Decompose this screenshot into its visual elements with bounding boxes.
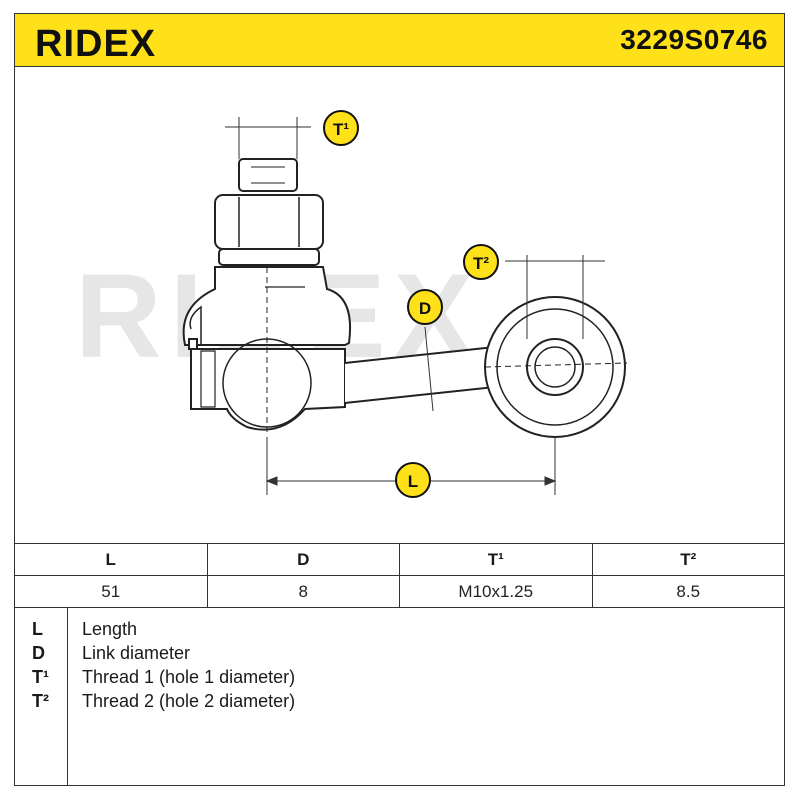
svg-text:RIDEX: RIDEX	[35, 23, 156, 62]
svg-text:T¹: T¹	[333, 120, 349, 139]
svg-text:D: D	[419, 299, 431, 318]
legend-key: T¹	[32, 667, 49, 687]
header-cell-t1: T¹	[399, 543, 593, 576]
header-cell-l: L	[14, 543, 208, 576]
callout-t2: T²	[463, 244, 499, 280]
stabiliser-link-drawing	[182, 158, 628, 438]
value-cell-t1: M10x1.25	[399, 575, 593, 608]
legend-divider	[67, 607, 68, 786]
legend-label: Thread 2 (hole 2 diameter)	[82, 691, 296, 711]
part-number: 3229S0746	[620, 24, 768, 55]
technical-drawing: RIDEX	[75, 110, 628, 498]
legend-key: T²	[32, 691, 49, 711]
legend: L Length D Link diameter T¹ Thread 1 (ho…	[14, 607, 785, 786]
callout-l: L	[395, 462, 431, 498]
legend-label: Length	[82, 619, 138, 639]
header-bar: RIDEX 3229S0746	[14, 13, 785, 67]
table-row: 51 8 M10x1.25 8.5	[14, 575, 785, 608]
svg-text:L: L	[408, 472, 418, 491]
value-cell-t2: 8.5	[591, 575, 785, 608]
legend-label: Link diameter	[82, 643, 191, 663]
callout-t1: T¹	[323, 110, 359, 146]
legend-label: Thread 1 (hole 1 diameter)	[82, 667, 296, 687]
svg-text:T²: T²	[473, 254, 489, 273]
table-header-row: L D T¹ T²	[14, 543, 785, 576]
legend-key: L	[32, 619, 43, 639]
value-cell-d: 8	[206, 575, 400, 608]
ridex-logo: RIDEX	[35, 23, 156, 62]
header-cell-d: D	[206, 543, 400, 576]
legend-key: D	[32, 643, 45, 663]
dimension-lines	[225, 117, 605, 495]
header-cell-t2: T²	[591, 543, 785, 576]
value-cell-l: 51	[14, 575, 208, 608]
dimensions-table: L D T¹ T² 51 8 M10x1.25 8.5	[14, 543, 785, 608]
callout-d: D	[407, 289, 443, 325]
